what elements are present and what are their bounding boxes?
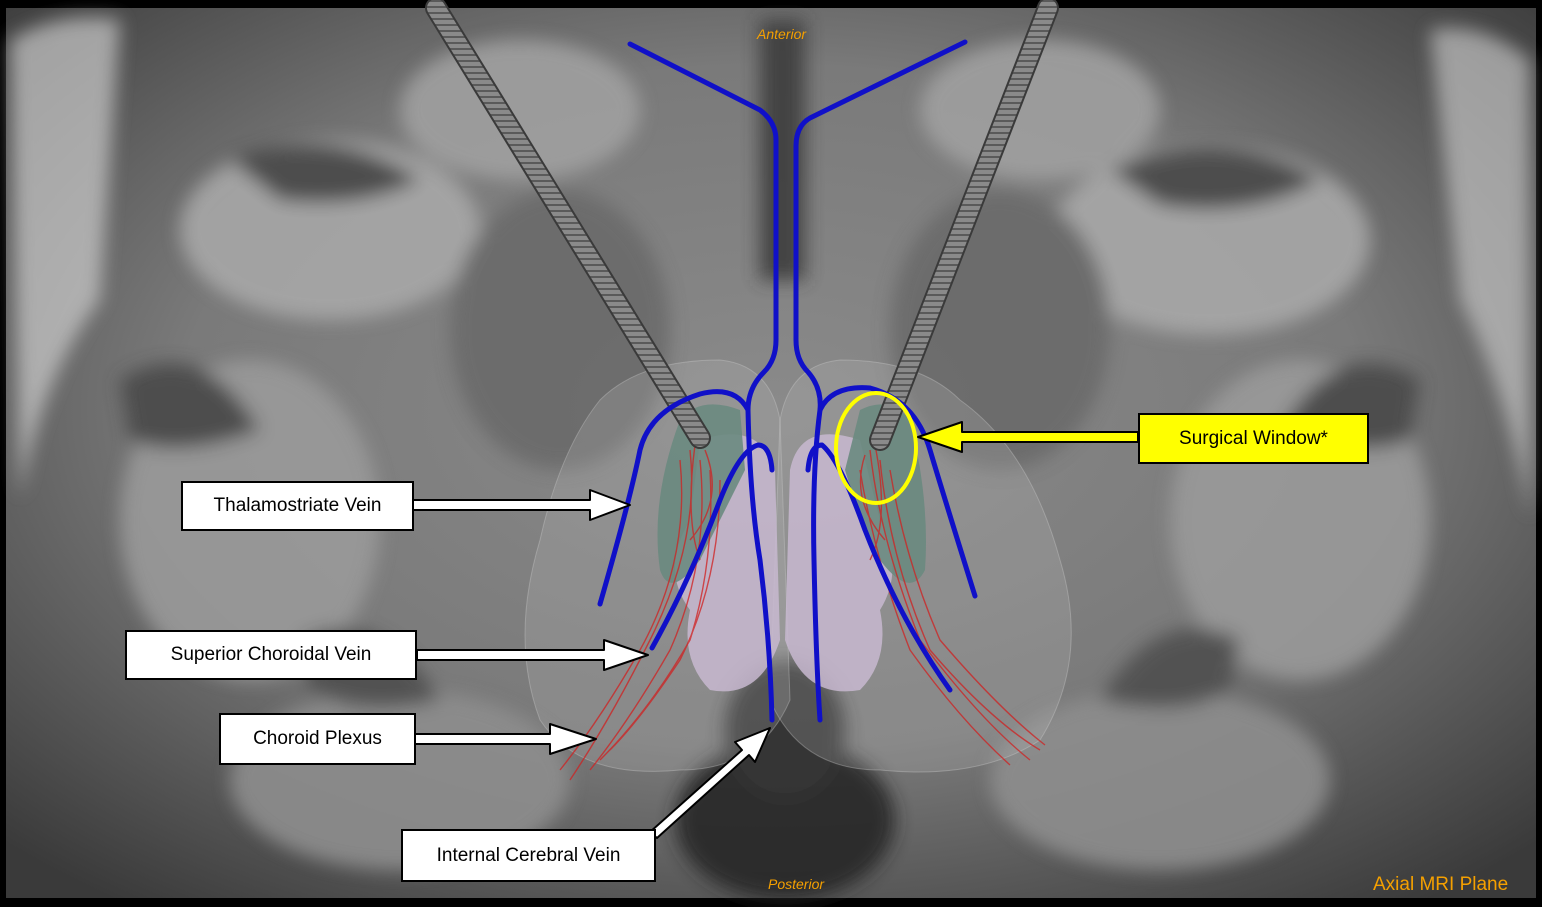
posterior-label: Posterior: [768, 876, 824, 892]
superior-choroidal-vein-label: Superior Choroidal Vein: [125, 630, 417, 680]
anterior-label: Anterior: [757, 26, 806, 42]
surgical-window-label: Surgical Window*: [1138, 413, 1369, 464]
internal-cerebral-vein-label: Internal Cerebral Vein: [401, 829, 656, 882]
choroid-plexus-label: Choroid Plexus: [219, 713, 416, 765]
thalamostriate-vein-label: Thalamostriate Vein: [181, 481, 414, 531]
plane-label: Axial MRI Plane: [1373, 874, 1508, 896]
